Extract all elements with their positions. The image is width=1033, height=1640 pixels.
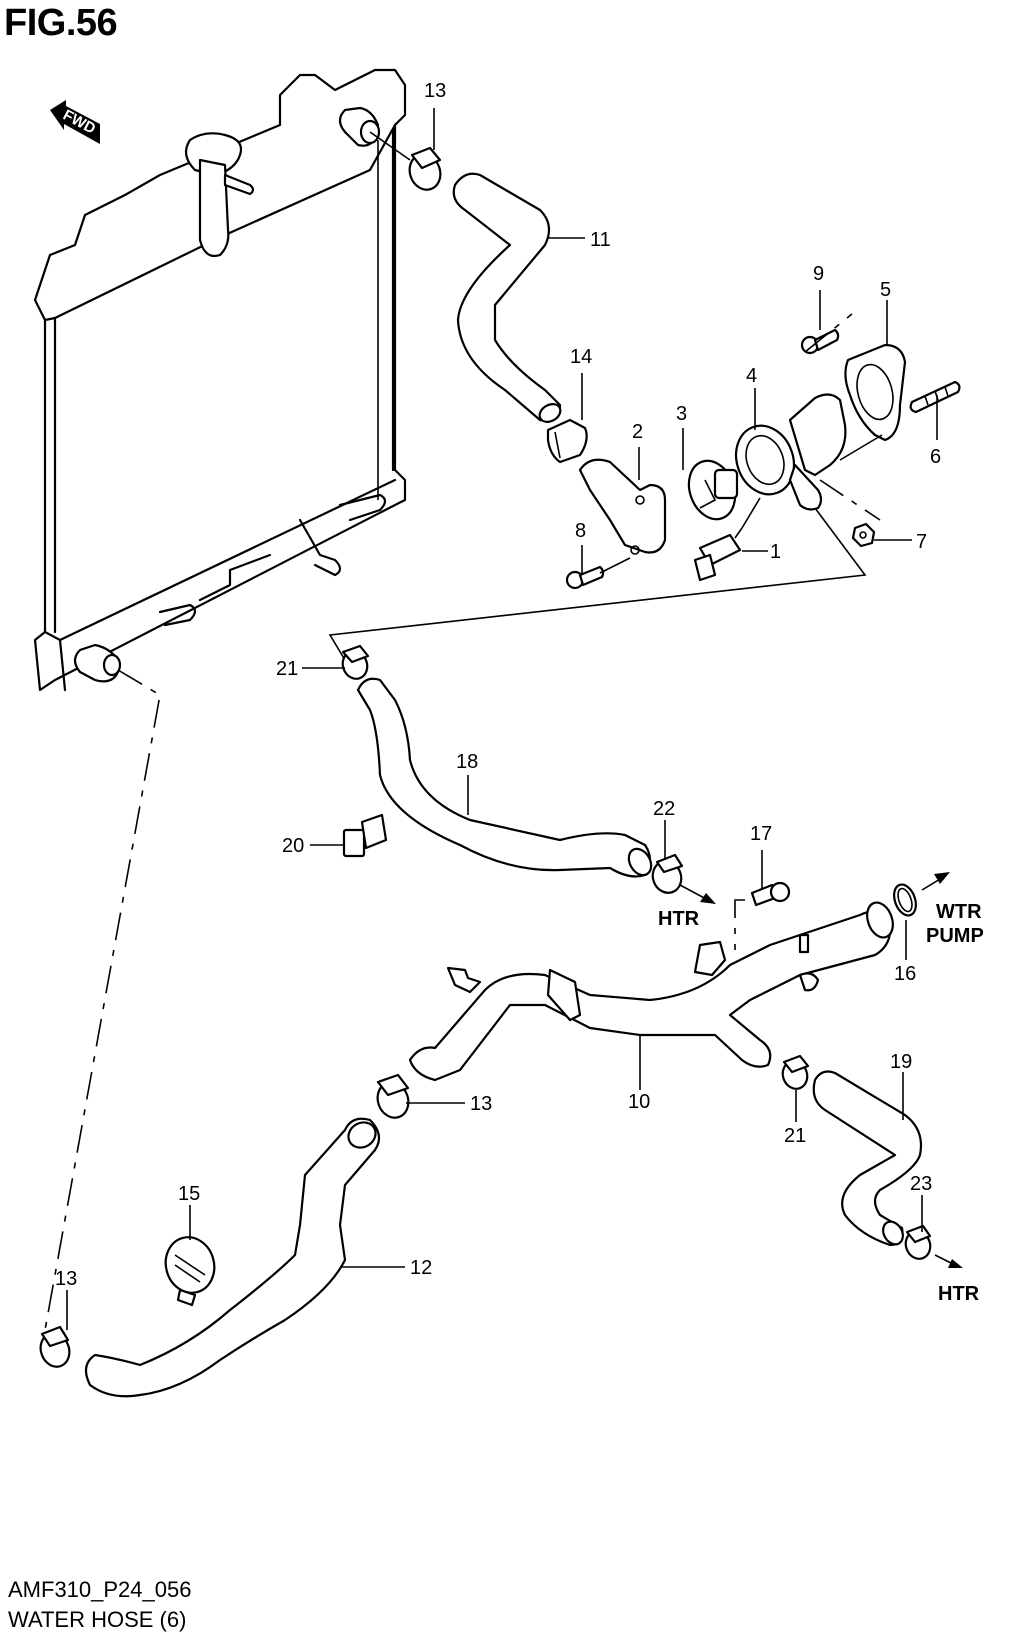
bolt-17 (750, 881, 791, 907)
thermostat-cap (578, 458, 667, 555)
guide-line (44, 669, 161, 1331)
guide-line (328, 507, 867, 661)
callout-22: 22 (653, 798, 675, 820)
clamp-15 (164, 1236, 216, 1307)
sensor (693, 527, 743, 582)
htr-lower-label: HTR (938, 1283, 980, 1305)
guide-line (741, 497, 761, 529)
callout-14: 14 (570, 346, 592, 368)
callout-13: 13 (424, 80, 446, 102)
o-ring (893, 883, 917, 917)
hose-clamp-21-upper (341, 644, 370, 680)
hose-clamp-14 (546, 418, 588, 464)
callout-4: 4 (746, 365, 757, 387)
clamp-20 (342, 813, 388, 858)
figure-code: AMF310_P24_056 (8, 1577, 192, 1602)
guide-line (599, 557, 631, 574)
callout-21: 21 (276, 658, 298, 680)
fwd-arrow-icon: FWD (50, 100, 100, 144)
wtr-pump-arrow-icon (934, 872, 950, 884)
callout-23: 23 (910, 1173, 932, 1195)
callout-21: 21 (784, 1125, 806, 1147)
callout-18: 18 (456, 751, 478, 773)
thermostat (687, 459, 739, 521)
nut-7 (851, 522, 876, 548)
pump-label: PUMP (926, 925, 984, 947)
figure-name: WATER HOSE (6) (8, 1607, 187, 1632)
callout-16: 16 (894, 963, 916, 985)
hose-clamp-23 (904, 1224, 932, 1260)
callout-10: 10 (628, 1091, 650, 1113)
hose-clamp-13-upper (408, 146, 442, 191)
upper-radiator-hose (452, 172, 562, 423)
htr-upper-arrow-icon (700, 893, 716, 904)
callout-11: 11 (590, 229, 611, 251)
hose-clamp-22 (651, 853, 684, 894)
guide-line (839, 434, 883, 461)
callout-5: 5 (880, 279, 891, 301)
water-pipe (408, 901, 894, 1082)
heater-outlet-hose (812, 1070, 923, 1247)
hose-clamp-13-lower (39, 1325, 71, 1368)
callout-9: 9 (813, 263, 824, 285)
wtr-label: WTR (936, 901, 982, 923)
callout-19: 19 (890, 1051, 912, 1073)
callout-20: 20 (282, 835, 304, 857)
callout-12: 12 (410, 1257, 432, 1279)
fwd-label: FWD (60, 107, 98, 138)
guide-line (804, 313, 853, 353)
guide-line (734, 899, 745, 950)
callout-15: 15 (178, 1183, 200, 1205)
callout-17: 17 (750, 823, 772, 845)
callout-6: 6 (930, 446, 941, 468)
thermostat-case (734, 393, 847, 511)
hose-clamp-21-lower (781, 1054, 810, 1090)
htr-lower-arrow-icon (948, 1259, 963, 1268)
guide-line (369, 131, 411, 161)
callout-2: 2 (632, 421, 643, 443)
heater-inlet-hose (356, 677, 653, 878)
callout-1: 1 (770, 541, 781, 563)
callout-13: 13 (55, 1268, 77, 1290)
radiator (33, 68, 407, 692)
callout-leaders (66, 108, 938, 1330)
callout-8: 8 (575, 520, 586, 542)
gasket (844, 343, 907, 442)
figure-title: FIG.56 (4, 2, 118, 44)
guide-line (819, 479, 881, 521)
callout-7: 7 (916, 531, 927, 553)
bolt-8 (565, 565, 605, 590)
callout-13: 13 (470, 1093, 492, 1115)
htr-upper-label: HTR (658, 908, 700, 930)
bolt-9 (800, 328, 840, 355)
lower-radiator-hose (84, 1117, 381, 1398)
callout-3: 3 (676, 403, 687, 425)
stud-bolt (909, 380, 961, 414)
hose-clamp-13-middle (376, 1073, 410, 1119)
